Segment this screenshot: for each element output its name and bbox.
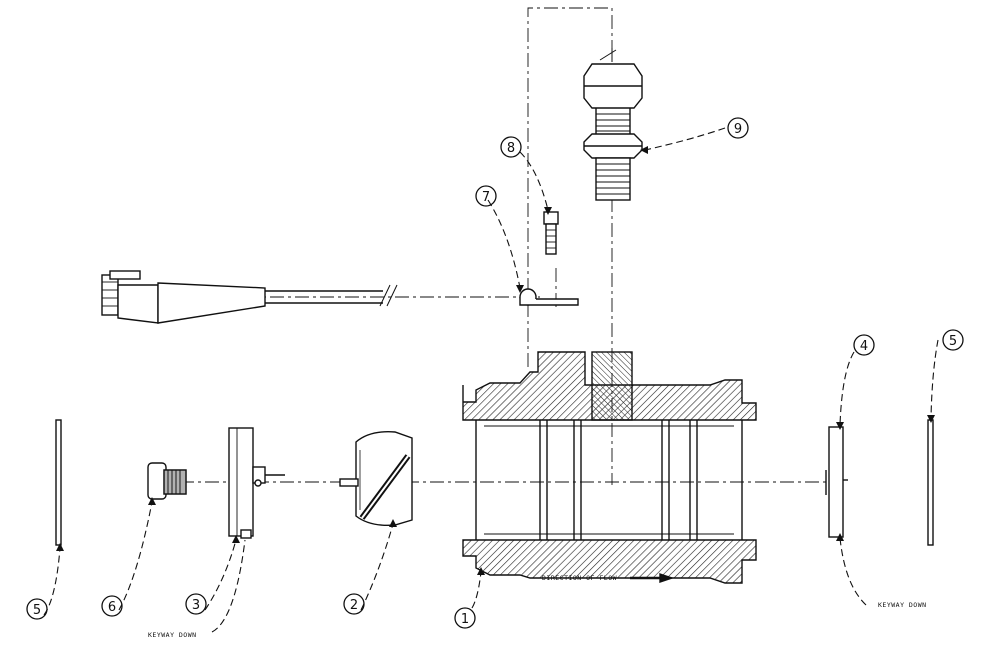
rear-support-part-4 bbox=[825, 426, 848, 538]
cable-assembly bbox=[101, 270, 398, 324]
callout-8: 8 bbox=[507, 141, 515, 156]
gasket-left bbox=[55, 419, 62, 546]
callout-4: 4 bbox=[860, 339, 868, 354]
callout-5-left: 5 bbox=[33, 603, 41, 618]
callout-5-right: 5 bbox=[949, 334, 957, 349]
flow-direction-note: DIRECTION OF FLOW bbox=[542, 574, 617, 582]
leader-lines bbox=[43, 127, 939, 633]
leader-arrowheads bbox=[56, 146, 935, 575]
ring-terminal-part-7 bbox=[519, 288, 579, 306]
housing-body-part-1 bbox=[462, 351, 757, 584]
keyway-note-left: KEYWAY DOWN bbox=[148, 631, 197, 639]
screw-part-8 bbox=[543, 211, 559, 255]
callout-3: 3 bbox=[192, 598, 200, 613]
gasket-right bbox=[927, 419, 934, 546]
rotor-part-2 bbox=[339, 431, 413, 526]
keyway-note-right: KEYWAY DOWN bbox=[878, 601, 927, 609]
callout-balloons bbox=[26, 117, 964, 629]
notes: DIRECTION OF FLOW KEYWAY DOWN KEYWAY DOW… bbox=[148, 574, 927, 639]
pickup-fitting-part-9 bbox=[583, 48, 643, 201]
support-plate-part-3 bbox=[228, 427, 285, 539]
callout-1: 1 bbox=[461, 612, 469, 627]
callout-7: 7 bbox=[482, 190, 490, 205]
callout-6: 6 bbox=[108, 600, 116, 615]
callout-2: 2 bbox=[350, 598, 358, 613]
callout-numbers: 1 2 3 4 5 5 6 7 8 9 bbox=[33, 122, 957, 627]
callout-9: 9 bbox=[734, 122, 742, 137]
plug-part-6 bbox=[147, 462, 187, 500]
